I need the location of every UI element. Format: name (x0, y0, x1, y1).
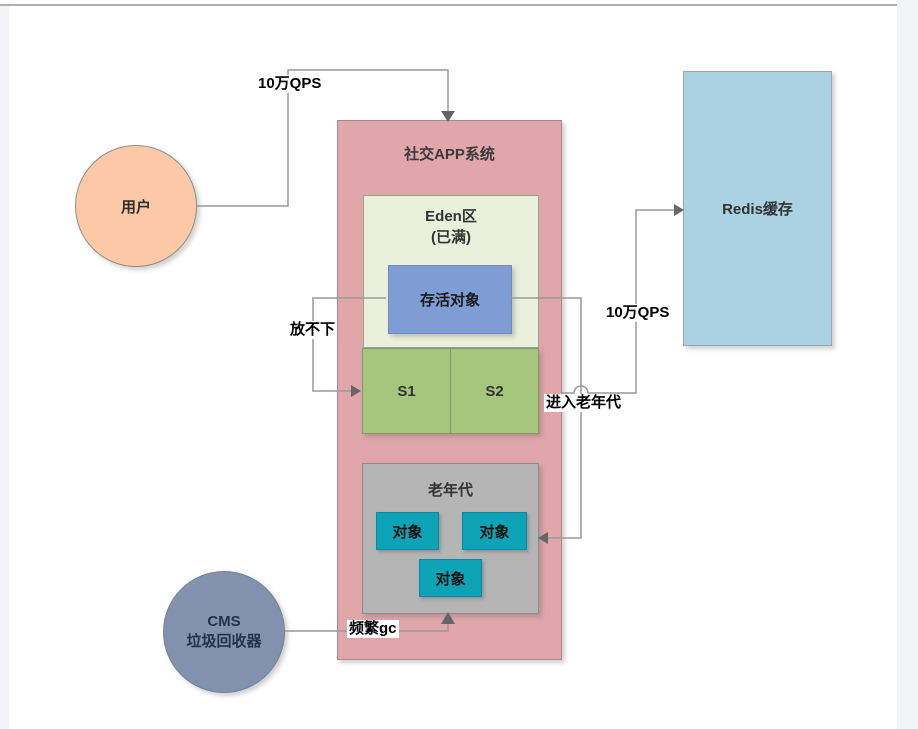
survivor-row: S1 S2 (362, 348, 539, 434)
label-redis-qps: 10万QPS (604, 304, 672, 322)
cms-label-line1: CMS (207, 613, 241, 630)
redis-cache-box: Redis缓存 (683, 71, 832, 346)
old-gen-title: 老年代 (427, 482, 473, 499)
wire-app-to-redis (562, 209, 675, 394)
survivor-s1: S1 (363, 349, 451, 433)
left-gutter (0, 6, 9, 729)
app-system-box: 社交APP系统 Eden区 (已满) 存活对象 S1 S2 老年代 对象 对象 … (337, 120, 562, 660)
old-gen-object-1: 对象 (376, 512, 439, 550)
old-gen-box: 老年代 对象 对象 对象 (362, 463, 539, 614)
eden-box: Eden区 (已满) 存活对象 (363, 195, 539, 348)
alive-object-box: 存活对象 (388, 265, 512, 334)
right-gutter (897, 0, 918, 729)
alive-object-label: 存活对象 (419, 292, 480, 309)
eden-title-line1: Eden区 (425, 208, 477, 225)
app-system-title: 社交APP系统 (404, 146, 495, 163)
user-label: 用户 (120, 198, 151, 216)
label-promote-to-oldgen: 进入老年代 (544, 394, 624, 412)
eden-title-line2: (已满) (431, 229, 471, 246)
old-gen-object-3: 对象 (419, 559, 482, 597)
cms-label-line2: 垃圾回收器 (186, 633, 262, 650)
label-frequent-gc: 频繁gc (347, 620, 399, 638)
eden-title: Eden区 (已满) (364, 206, 538, 248)
connector-app-to-redis (562, 204, 684, 394)
survivor-s2: S2 (485, 382, 504, 400)
old-gen-object-2: 对象 (462, 512, 527, 550)
label-overflow: 放不下 (288, 321, 338, 339)
page-top-border (0, 4, 897, 6)
redis-cache-label: Redis缓存 (722, 201, 793, 218)
cms-gc-node: CMS 垃圾回收器 (163, 571, 285, 693)
user-node: 用户 (75, 145, 197, 267)
label-user-qps: 10万QPS (256, 75, 324, 93)
